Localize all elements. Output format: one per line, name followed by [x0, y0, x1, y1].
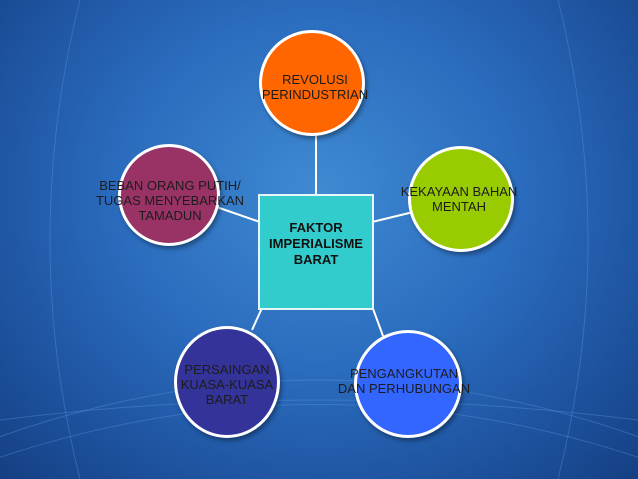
center-box [258, 194, 374, 310]
label-line: PERSAINGAN [184, 362, 270, 377]
node-persaingan-circle [174, 326, 280, 438]
node-beban-label: BEBAN ORANG PUTIH/ TUGAS MENYEBARKAN TAM… [86, 178, 254, 223]
node-revolusi-label: REVOLUSI PERINDUSTRIAN [240, 72, 390, 102]
label-line: BARAT [205, 392, 249, 407]
label-line: BEBAN ORANG PUTIH/ [99, 178, 241, 193]
center-label-line: BARAT [293, 252, 339, 267]
label-line: PERINDUSTRIAN [261, 87, 369, 102]
label-line: TUGAS MENYEBARKAN [95, 193, 245, 208]
connector-persaingan [251, 307, 263, 331]
node-persaingan-label: PERSAINGAN KUASA-KUASA BARAT [162, 362, 292, 407]
label-line: MENTAH [432, 199, 486, 214]
node-kekayaan-label: KEKAYAAN BAHAN MENTAH [384, 184, 534, 214]
node-revolusi-circle [259, 30, 365, 136]
label-line: PENGANGKUTAN [349, 366, 459, 381]
node-pengangkutan-circle [354, 330, 462, 438]
node-pengangkutan-label: PENGANGKUTAN DAN PERHUBUNGAN [326, 366, 482, 396]
label-line: DAN PERHUBUNGAN [337, 381, 471, 396]
label-line: KUASA-KUASA [180, 377, 274, 392]
center-label: FAKTOR IMPERIALISME BARAT [258, 220, 374, 268]
label-line: KEKAYAAN BAHAN [400, 184, 518, 199]
connector-pengangkutan [371, 305, 384, 337]
label-line: REVOLUSI [282, 72, 348, 87]
center-label-line: IMPERIALISME [269, 236, 363, 251]
center-label-line: FAKTOR [289, 220, 343, 235]
node-beban-circle [118, 144, 220, 246]
label-line: TAMADUN [138, 208, 202, 223]
node-kekayaan-circle [408, 146, 514, 252]
